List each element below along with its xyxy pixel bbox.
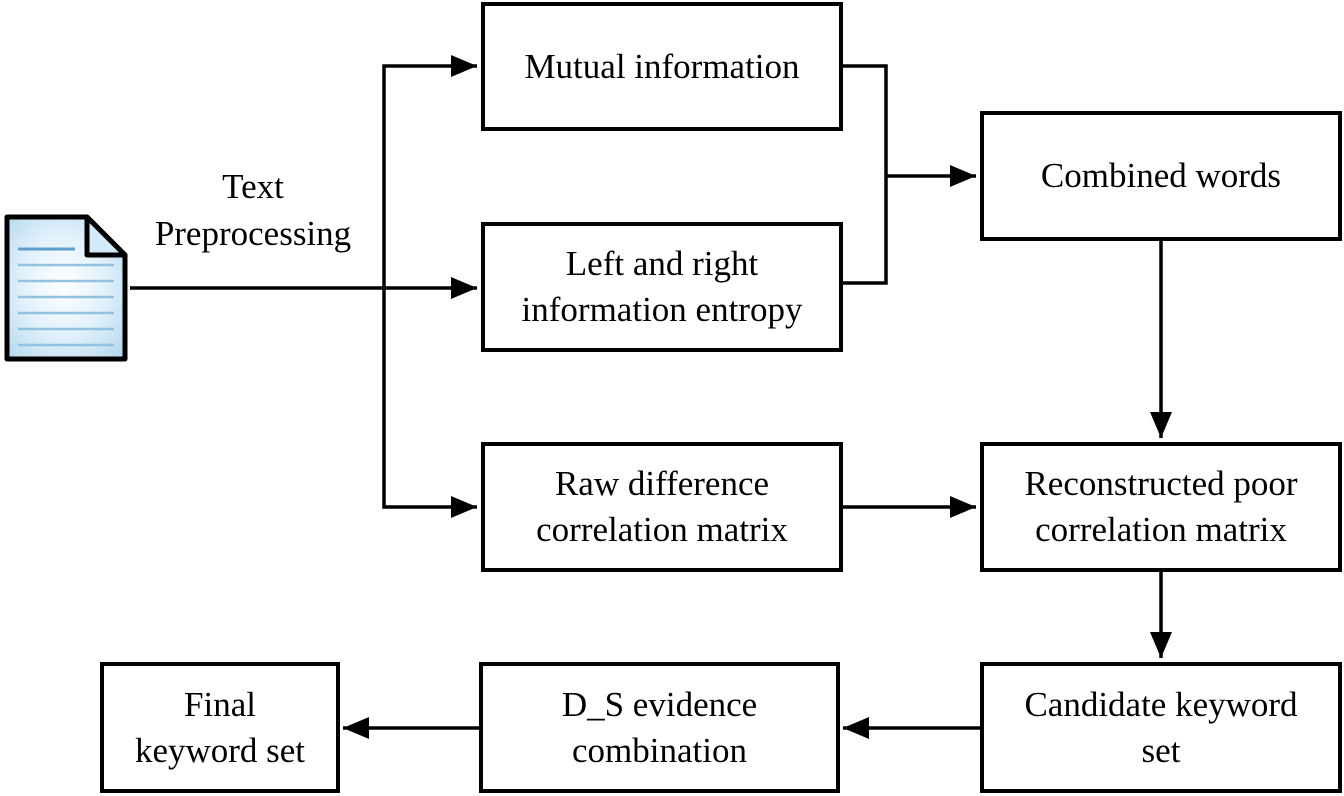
- node-label: Reconstructed poor correlation matrix: [1024, 464, 1298, 549]
- node-raw-difference-correlation-matrix: Raw difference correlation matrix: [481, 442, 843, 572]
- node-label: Left and right information entropy: [521, 244, 803, 329]
- node-left-right-entropy: Left and right information entropy: [481, 222, 843, 352]
- node-label: Raw difference correlation matrix: [536, 464, 788, 549]
- arrow-branch-to-mutual-information: [382, 55, 477, 288]
- node-candidate-keyword-set: Candidate keyword set: [980, 662, 1342, 793]
- node-label: Mutual information: [524, 46, 800, 86]
- document-icon: [2, 212, 130, 364]
- edge-label-text-preprocessing: Text Preprocessing: [154, 167, 352, 253]
- node-reconstructed-poor-correlation-matrix: Reconstructed poor correlation matrix: [980, 442, 1342, 572]
- node-label: Final keyword set: [134, 684, 306, 770]
- node-label: Combined words: [1040, 156, 1282, 195]
- node-ds-evidence-combination: D_S evidence combination: [479, 662, 840, 793]
- arrow-branch-to-raw-difference: [382, 288, 477, 518]
- node-label: Candidate keyword set: [1024, 684, 1298, 770]
- node-combined-words: Combined words: [980, 111, 1342, 241]
- node-label: D_S evidence combination: [561, 684, 758, 770]
- node-final-keyword-set: Final keyword set: [100, 662, 340, 793]
- connector-mutual-and-entropy-merge: [842, 64, 888, 285]
- node-mutual-information: Mutual information: [481, 2, 843, 131]
